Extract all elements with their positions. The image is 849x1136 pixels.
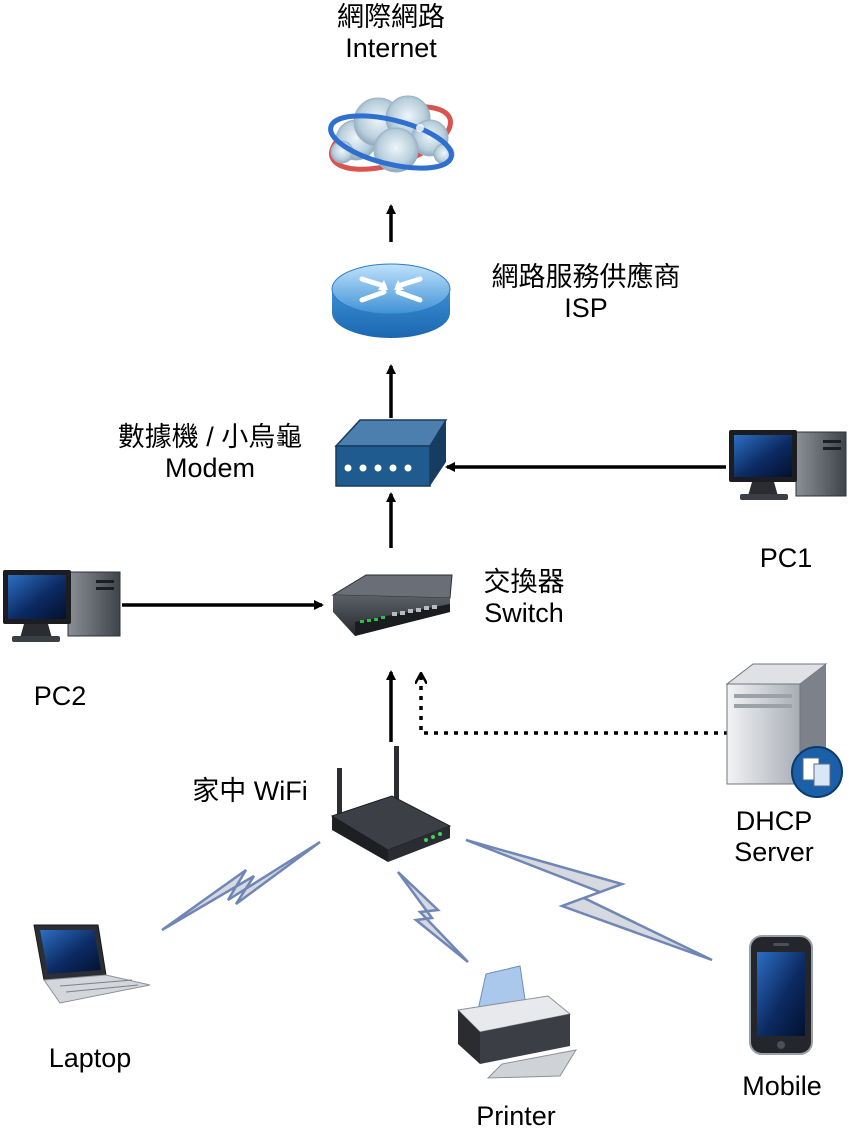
- laptop-icon: [33, 924, 151, 1004]
- switch-label: 交換器 Switch: [464, 567, 584, 629]
- laptop-label: Laptop: [48, 1043, 132, 1073]
- mobile-label: Mobile: [742, 1071, 822, 1101]
- modem-label-zh: 數據機 / 小烏龜: [117, 422, 303, 452]
- internet-label-en: Internet: [345, 33, 437, 64]
- internet-label: 網際網路 Internet: [291, 2, 491, 64]
- cloud-internet-icon: [328, 95, 455, 173]
- wireless-links: [161, 838, 713, 963]
- wifi-router-icon: [330, 746, 452, 862]
- pc2-label: PC2: [33, 681, 87, 711]
- router-icon: [331, 263, 451, 338]
- printer-icon: [456, 965, 578, 1079]
- wireless-link-laptop: [161, 840, 321, 932]
- connectors: [122, 204, 728, 742]
- printer-label: Printer: [476, 1101, 556, 1131]
- dhcp-label: DHCP Server: [714, 806, 834, 868]
- modem-label-en: Modem: [164, 453, 256, 484]
- isp-label: 網路服務供應商 ISP: [466, 262, 706, 324]
- wireless-link-mobile: [465, 838, 713, 962]
- dhcp-label-line1: DHCP: [735, 806, 813, 836]
- pc1-label: PC1: [759, 543, 813, 573]
- switch-icon: [331, 574, 453, 636]
- modem-icon: [334, 419, 448, 487]
- mobile-phone-icon: [749, 935, 813, 1055]
- switch-label-en: Switch: [484, 598, 564, 629]
- switch-label-zh: 交換器: [483, 567, 565, 597]
- desktop-pc-icon-pc2: [3, 570, 121, 642]
- isp-label-zh: 網路服務供應商: [491, 262, 681, 292]
- dotted-arrow-dhcp-to-switch: [421, 674, 728, 735]
- modem-label: 數據機 / 小烏龜 Modem: [96, 422, 324, 484]
- isp-label-en: ISP: [564, 293, 608, 324]
- wireless-link-printer: [396, 871, 469, 963]
- internet-label-zh: 網際網路: [337, 2, 445, 32]
- dhcp-label-line2: Server: [734, 837, 814, 868]
- server-icon: [725, 663, 843, 798]
- desktop-pc-icon-pc1: [729, 430, 847, 500]
- wifi-label: 家中 WiFi: [192, 776, 308, 806]
